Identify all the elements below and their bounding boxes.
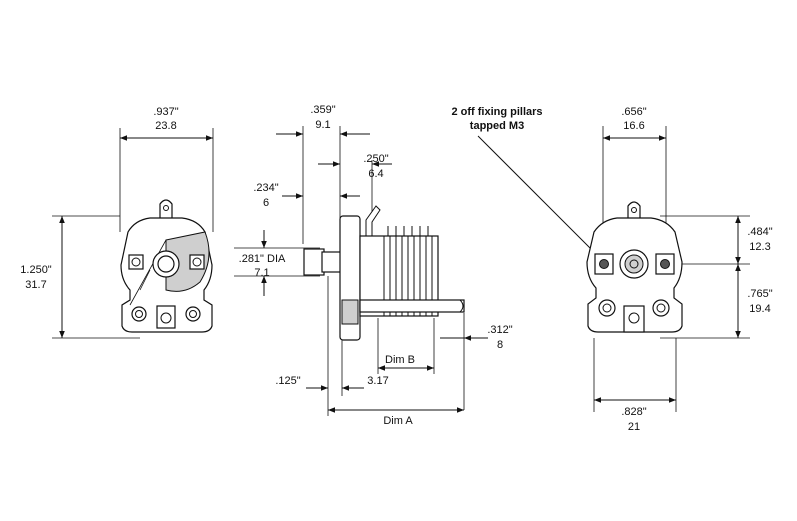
rear-shaft-inner (624, 254, 644, 274)
rear-484-mm-label: 12.3 (749, 241, 770, 253)
side-234-inch-label: .234" (253, 182, 278, 194)
rear-656-mm-label: 16.6 (623, 120, 644, 132)
callout-line1: 2 off fixing pillars (451, 106, 542, 118)
side-rear-shaft (359, 299, 465, 313)
rear-828-mm-label: 21 (628, 421, 640, 433)
side-view: .359" 9.1 .250" 6.4 .234" 6 .281" DIA 7.… (234, 104, 513, 427)
front-pillar-right (189, 254, 205, 270)
front-pillar-left (128, 254, 144, 270)
side-250-mm-label: 6.4 (368, 168, 383, 180)
side-pins (387, 226, 429, 236)
rear-484-inch-label: .484" (747, 226, 772, 238)
callout-leader (477, 135, 599, 257)
rear-765-mm-label: 19.4 (749, 303, 770, 315)
rear-terminal-right (652, 299, 670, 317)
front-height-mm-label: 31.7 (25, 279, 46, 291)
front-shaft-inner (157, 255, 175, 273)
dim-b-label: Dim B (385, 354, 415, 366)
front-height-inch-label: 1.250" (20, 264, 52, 276)
side-359-inch-label: .359" (310, 104, 335, 116)
front-terminal-center (156, 305, 176, 329)
side-125-inch-label: .125" (275, 375, 300, 387)
front-view: .937" 23.8 1.250" 31.7 (20, 106, 214, 339)
front-width-inch-label: .937" (153, 106, 178, 118)
side-359-mm-label: 9.1 (315, 119, 330, 131)
rear-656-inch-label: .656" (621, 106, 646, 118)
side-312-mm-label: 8 (497, 339, 503, 351)
rear-828-inch-label: .828" (621, 406, 646, 418)
side-dia-mm-label: 7.1 (254, 267, 269, 279)
front-terminal-left (131, 306, 147, 322)
side-250-inch-label: .250" (363, 153, 388, 165)
side-312-inch-label: .312" (487, 324, 512, 336)
front-width-mm-label: 23.8 (155, 120, 176, 132)
front-terminal-right (185, 306, 201, 322)
rear-view: 2 off fixing pillars tapped M3 .656" 16.… (451, 106, 772, 433)
side-234-mm-label: 6 (263, 197, 269, 209)
side-shaft (303, 248, 325, 276)
dim-a-label: Dim A (383, 415, 413, 427)
rear-terminal-center (623, 305, 645, 333)
side-dia-inch-label: .281" DIA (239, 253, 286, 265)
front-rotor-plate (165, 231, 210, 292)
callout-line2: tapped M3 (470, 120, 524, 132)
rear-terminal-left (598, 299, 616, 317)
rear-765-inch-label: .765" (747, 288, 772, 300)
side-317-label: 3.17 (367, 375, 388, 387)
